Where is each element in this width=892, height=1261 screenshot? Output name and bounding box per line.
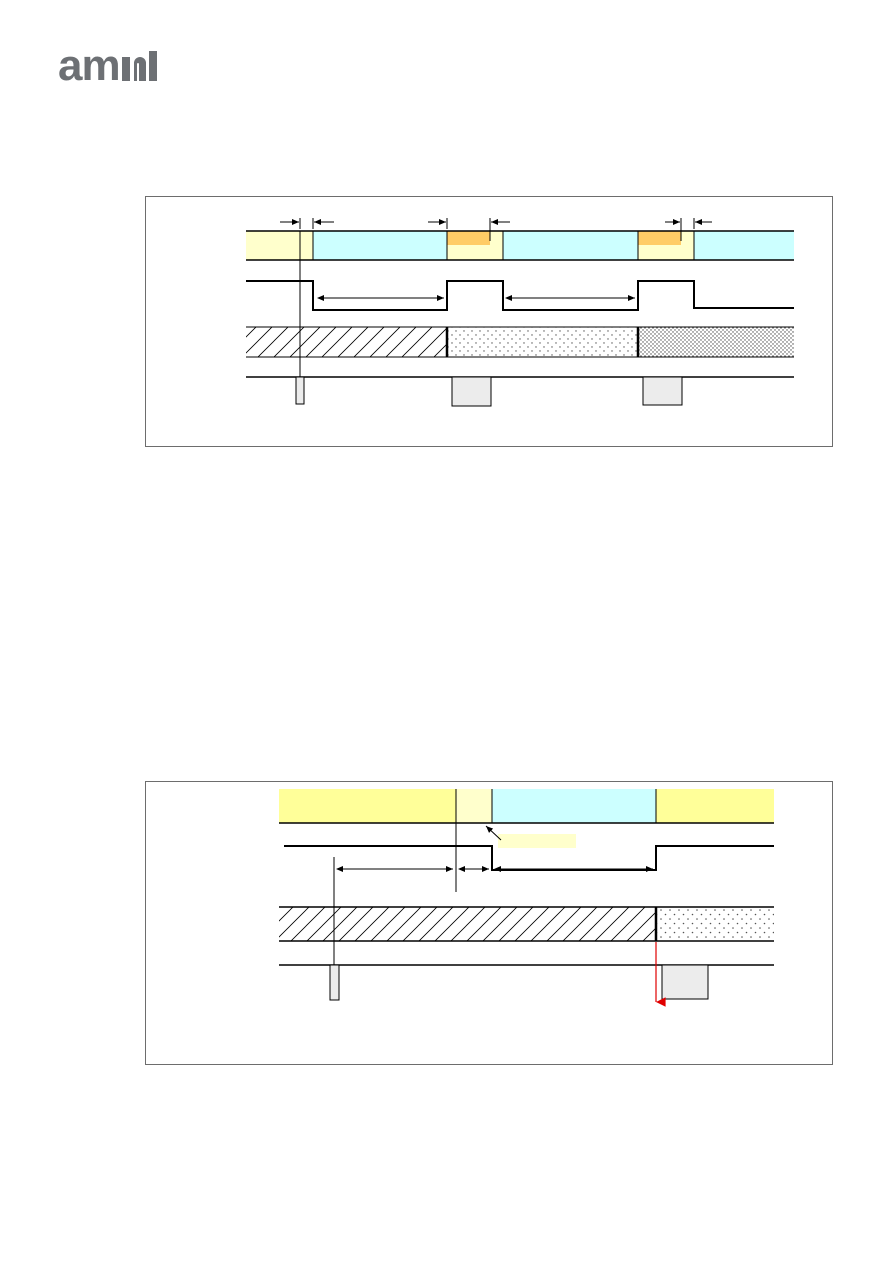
signal-waveform [246, 280, 794, 311]
pulse-narrow [295, 376, 305, 405]
phase-cyan-3 [694, 231, 794, 260]
phase-cyan-1 [313, 231, 447, 260]
data-band-2 [279, 906, 774, 942]
ams-logo-text: am [58, 41, 121, 90]
callout [485, 825, 576, 848]
phase-yellow-d [656, 789, 774, 823]
phase-yellow-a [279, 789, 456, 823]
phase-cyan-c [492, 789, 656, 823]
phase-orange-2 [638, 231, 681, 245]
phase-yellow-1 [246, 231, 313, 260]
pulse-box-2 [642, 376, 683, 406]
data-band [246, 326, 794, 358]
pulse-box-1 [451, 376, 492, 407]
phase-bar-row-2 [279, 789, 774, 824]
phase-lightyellow-b [456, 789, 492, 823]
pulse-box-3 [661, 964, 709, 1000]
ams-logo: am [58, 44, 160, 88]
phase-cyan-2 [503, 231, 638, 260]
callout-label-box [498, 834, 576, 848]
timing-diagram-1 [145, 196, 833, 447]
bottom-pulse-row-2 [279, 964, 774, 1001]
pulse-narrow-2 [329, 964, 340, 1001]
bottom-pulse-row [246, 376, 794, 407]
phase-orange-1 [447, 231, 490, 245]
top-dimension-arrows [280, 218, 712, 241]
signal-waveform-2 [284, 845, 774, 871]
timing-diagram-2 [145, 781, 833, 1065]
phase-bar-row [246, 230, 794, 261]
ams-logo-mark-icon [121, 51, 157, 81]
